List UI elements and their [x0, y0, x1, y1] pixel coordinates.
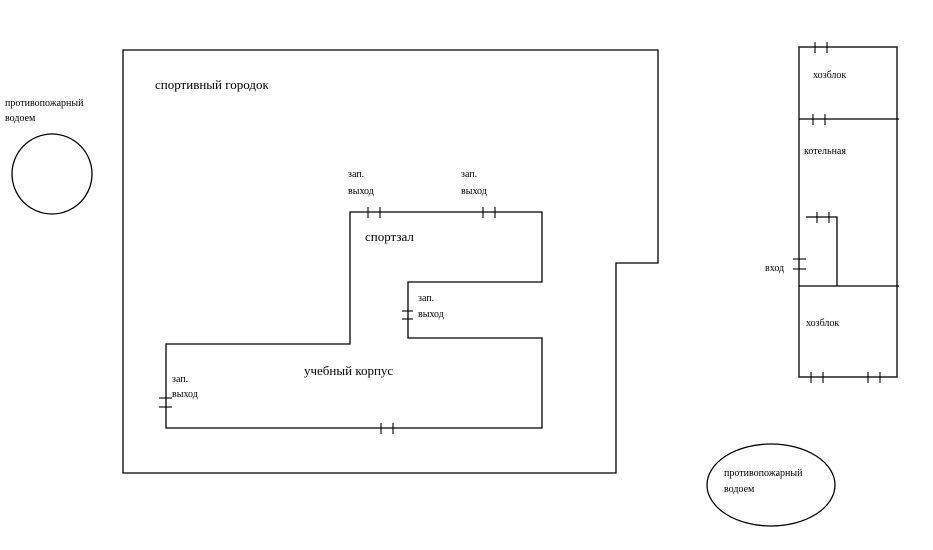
emergency-exit-label: зап. выход — [172, 374, 198, 400]
building-door-marks — [793, 42, 881, 383]
svg-text:выход: выход — [348, 186, 374, 197]
fire-pond-left-label: противопожарный водоем — [5, 98, 84, 124]
utility-block-top-label: хозблок — [813, 70, 846, 81]
gym-label: спортзал — [365, 229, 414, 244]
fire-pond-bottom-label: противопожарный водоем — [724, 468, 803, 495]
svg-text:выход: выход — [461, 186, 487, 197]
utility-building-outline — [798, 46, 898, 378]
svg-text:зап.: зап. — [172, 374, 188, 385]
svg-text:противопожарный: противопожарный — [5, 98, 84, 109]
emergency-exit-label: зап. выход — [418, 293, 444, 320]
emergency-exit-label: зап. выход — [461, 169, 487, 197]
gym-school-outline — [165, 211, 543, 429]
school-building-label: учебный корпус — [304, 363, 393, 378]
svg-text:противопожарный: противопожарный — [724, 468, 803, 479]
sports-town-boundary — [122, 49, 659, 474]
sports-town-label: спортивный городок — [155, 77, 269, 92]
svg-text:выход: выход — [418, 309, 444, 320]
svg-text:водоем: водоем — [5, 113, 36, 124]
fire-pond-bottom — [706, 443, 836, 527]
svg-text:зап.: зап. — [418, 293, 434, 304]
entrance-label: вход — [765, 263, 784, 274]
door-marks — [159, 207, 496, 434]
corridor-partition — [806, 216, 838, 286]
svg-text:водоем: водоем — [724, 484, 755, 495]
boiler-room-label: котельная — [804, 146, 846, 157]
emergency-exit-label: зап. выход — [348, 169, 374, 197]
svg-text:выход: выход — [172, 389, 198, 400]
svg-text:зап.: зап. — [348, 169, 364, 180]
fire-pond-left — [11, 133, 93, 215]
utility-block-bottom-label: хозблок — [806, 318, 839, 329]
svg-text:зап.: зап. — [461, 169, 477, 180]
